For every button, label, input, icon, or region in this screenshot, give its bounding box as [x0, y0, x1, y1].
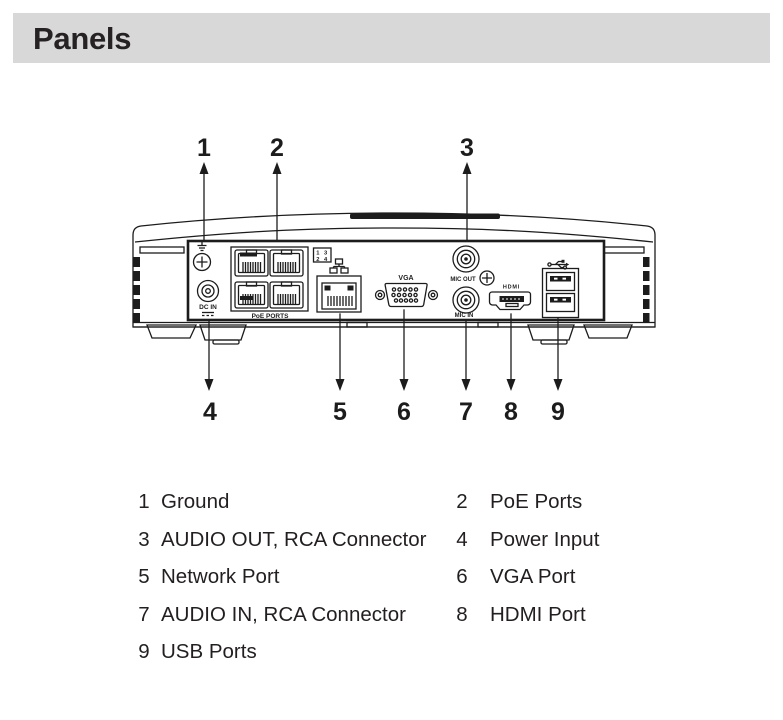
vga-label: VGA	[398, 275, 413, 282]
callout-7: 7	[459, 319, 473, 426]
ground-screw	[192, 240, 212, 272]
section-header-band: Panels	[13, 13, 770, 63]
top-handle-strip	[350, 213, 500, 219]
legend-num: 4	[456, 527, 468, 551]
callout-2: 2	[270, 134, 284, 241]
callout-3: 3	[460, 134, 474, 241]
legend-label: HDMI Port	[490, 602, 586, 626]
poe-ports-label: PoE PORTS	[252, 313, 290, 320]
svg-text:9: 9	[551, 398, 565, 426]
svg-text:1: 1	[197, 134, 211, 162]
usb-ports	[541, 259, 580, 319]
legend-label: Network Port	[161, 565, 280, 589]
svg-text:7: 7	[459, 398, 473, 426]
legend-label: USB Ports	[161, 640, 257, 664]
page-title: Panels	[33, 21, 132, 56]
callout-8: 8	[504, 313, 518, 426]
legend-label: AUDIO IN, RCA Connector	[161, 602, 406, 626]
poe-map-box: 1 3 2 4	[312, 247, 332, 263]
callouts-top: 1 2 3	[197, 134, 474, 241]
legend-num: 3	[138, 527, 150, 551]
hdmi-port: HDMI	[488, 285, 532, 311]
svg-text:6: 6	[397, 398, 411, 426]
callout-1: 1	[197, 134, 211, 241]
legend-num: 8	[456, 602, 468, 626]
legend-num: 1	[138, 490, 150, 513]
legend-label: AUDIO OUT, RCA Connector	[161, 527, 427, 551]
svg-text:5: 5	[333, 398, 347, 426]
dc-symbol-icon	[202, 311, 214, 317]
legend-label: PoE Ports	[490, 490, 583, 513]
usb-receptacle-bottom	[545, 292, 576, 313]
mic-in-label: MIC IN	[455, 313, 474, 319]
usb-icon	[547, 259, 570, 270]
callout-6: 6	[397, 309, 411, 426]
panel-screw-icon	[479, 270, 495, 286]
legend-num: 9	[138, 640, 150, 664]
legend-label: VGA Port	[490, 565, 576, 589]
legend: 1 Ground 2 PoE Ports 3 AUDIO OUT, RCA Co…	[127, 483, 747, 671]
audio-in-connector: MIC IN	[452, 286, 480, 319]
svg-text:3: 3	[460, 134, 474, 162]
callout-5: 5	[333, 313, 347, 426]
callout-9: 9	[551, 317, 565, 426]
usb-receptacle-top	[545, 271, 576, 292]
legend-num: 6	[456, 565, 468, 589]
dc-in-label: DC IN	[199, 304, 217, 311]
legend-label: Power Input	[490, 527, 600, 551]
device-chassis	[132, 212, 656, 345]
legend-num: 5	[138, 565, 150, 589]
poe-map-row1: 1 3	[316, 251, 329, 257]
feet	[146, 324, 633, 345]
legend-num: 7	[138, 602, 150, 626]
right-vent-slots	[643, 257, 650, 323]
audio-out-connector: MIC OUT	[450, 245, 495, 286]
svg-text:8: 8	[504, 398, 518, 426]
callout-4: 4	[203, 319, 217, 426]
vga-port: VGA	[374, 275, 439, 308]
svg-text:4: 4	[203, 398, 217, 426]
poe-map-row2: 2 4	[316, 257, 329, 263]
power-input-connector: DC IN	[196, 279, 220, 317]
network-port	[316, 258, 362, 313]
ethernet-icon	[329, 258, 349, 274]
mic-out-label: MIC OUT	[450, 277, 476, 283]
left-vent-slots	[133, 257, 140, 323]
callouts-bottom: 4 5 6 7 8	[203, 309, 565, 426]
hdmi-label: HDMI	[503, 285, 520, 291]
legend-num: 2	[456, 490, 468, 513]
poe-ports-group: PoE PORTS 1 3 2 4	[230, 246, 332, 320]
rear-panel-diagram: DC IN PoE PORTS 1 3 2 4	[132, 134, 656, 426]
svg-text:2: 2	[270, 134, 284, 162]
legend-label: Ground	[161, 490, 230, 513]
